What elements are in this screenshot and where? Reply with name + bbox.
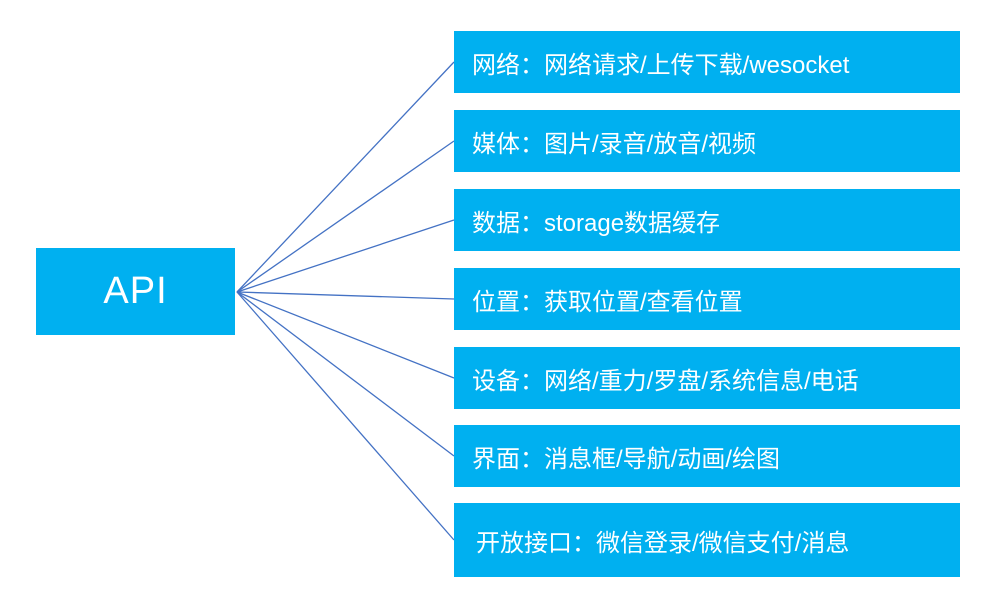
connector-line-location xyxy=(236,291,455,300)
api-root-label: API xyxy=(103,270,168,312)
branch-label-interface: 界面：消息框/导航/动画/绘图 xyxy=(472,445,781,473)
branch-box-location: 位置：获取位置/查看位置 xyxy=(454,268,960,330)
branch-label-network: 网络：网络请求/上传下载/wesocket xyxy=(472,51,850,79)
connector-line-interface xyxy=(236,291,455,457)
branch-label-media: 媒体：图片/录音/放音/视频 xyxy=(472,130,757,158)
connector-line-network xyxy=(236,61,455,293)
branch-label-open-api: 开放接口：微信登录/微信支付/消息 xyxy=(476,529,850,557)
branch-label-location: 位置：获取位置/查看位置 xyxy=(472,288,743,316)
branch-label-device: 设备：网络/重力/罗盘/系统信息/电话 xyxy=(472,367,859,395)
branch-box-network: 网络：网络请求/上传下载/wesocket xyxy=(454,31,960,93)
branch-box-open-api: 开放接口：微信登录/微信支付/消息 xyxy=(454,503,960,577)
branch-box-interface: 界面：消息框/导航/动画/绘图 xyxy=(454,425,960,487)
branch-label-data: 数据：storage数据缓存 xyxy=(472,209,721,237)
connector-line-device xyxy=(236,291,455,379)
connector-line-open-api xyxy=(236,291,455,541)
branch-box-data: 数据：storage数据缓存 xyxy=(454,189,960,251)
connector-line-data xyxy=(236,219,455,293)
branch-box-media: 媒体：图片/录音/放音/视频 xyxy=(454,110,960,172)
api-root-box: API xyxy=(36,248,235,335)
connector-line-media xyxy=(236,140,455,293)
branch-box-device: 设备：网络/重力/罗盘/系统信息/电话 xyxy=(454,347,960,409)
